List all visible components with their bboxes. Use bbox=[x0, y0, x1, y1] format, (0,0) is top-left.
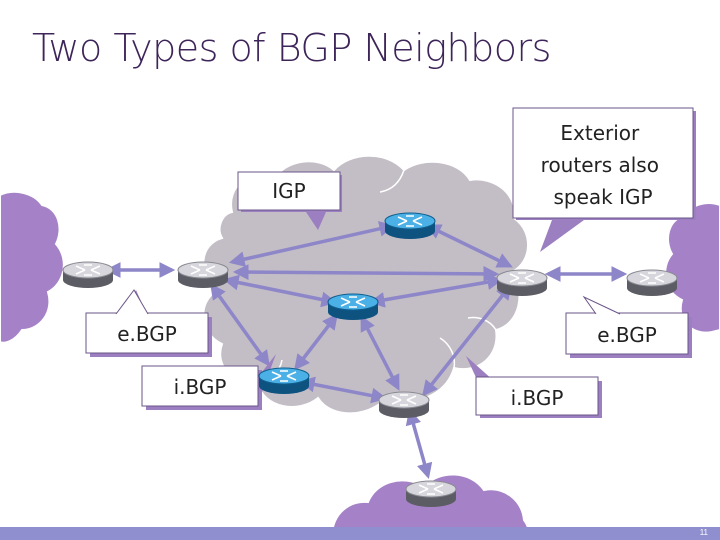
link-top-exterior-right bbox=[425, 224, 513, 268]
callout-igp: IGP bbox=[237, 171, 342, 230]
link-r2-bottom-left bbox=[210, 283, 270, 367]
routers bbox=[62, 212, 678, 507]
router-icon bbox=[62, 261, 114, 288]
callout-exterior-text: Exterior routers also speak IGP bbox=[541, 121, 666, 209]
link-bottom-mid-exterior-right bbox=[422, 283, 512, 397]
callout-igp-text: IGP bbox=[272, 179, 305, 203]
footer-bar bbox=[0, 527, 720, 540]
link-bottom-left-mid bbox=[298, 376, 388, 404]
link-center-bottom-left bbox=[294, 313, 338, 371]
link-r2-top bbox=[228, 221, 396, 267]
router-icon bbox=[405, 480, 457, 507]
router-icon bbox=[626, 269, 678, 296]
callout-ebgp-left: e.BGP bbox=[85, 289, 212, 357]
callout-ebgp-right-text: e.BGP bbox=[597, 323, 657, 347]
page-number: 11 bbox=[699, 528, 708, 537]
callout-exterior-line-3: speak IGP bbox=[553, 185, 652, 209]
callout-ibgp-left-text: i.BGP bbox=[174, 375, 227, 399]
router-icon bbox=[384, 212, 436, 239]
callout-exterior: Exterior routers also speak IGP bbox=[512, 107, 696, 252]
callout-ibgp-right-text: i.BGP bbox=[511, 386, 564, 410]
external-as-cloud-left bbox=[0, 190, 65, 344]
router-icon bbox=[378, 391, 430, 418]
callout-ebgp-right: e.BGP bbox=[565, 295, 692, 358]
router-icon bbox=[327, 293, 379, 320]
callout-ebgp-left-text: e.BGP bbox=[117, 322, 177, 346]
external-as-cloud-bottom bbox=[330, 473, 531, 540]
router-icon bbox=[496, 269, 548, 296]
link-center-bottom-mid bbox=[360, 315, 400, 391]
link-r2-exterior-right bbox=[232, 264, 500, 282]
slide-title: Two Types of BGP Neighbors bbox=[32, 26, 551, 70]
callout-exterior-line-2: routers also bbox=[541, 153, 659, 177]
link-bottom-external bbox=[405, 408, 433, 480]
router-icon bbox=[177, 261, 229, 288]
network-links bbox=[104, 221, 628, 480]
callout-ibgp-left: i.BGP bbox=[141, 354, 276, 410]
callout-exterior-line-1: Exterior bbox=[560, 121, 640, 145]
router-icon bbox=[258, 367, 310, 394]
callout-ibgp-right: i.BGP bbox=[466, 356, 602, 418]
